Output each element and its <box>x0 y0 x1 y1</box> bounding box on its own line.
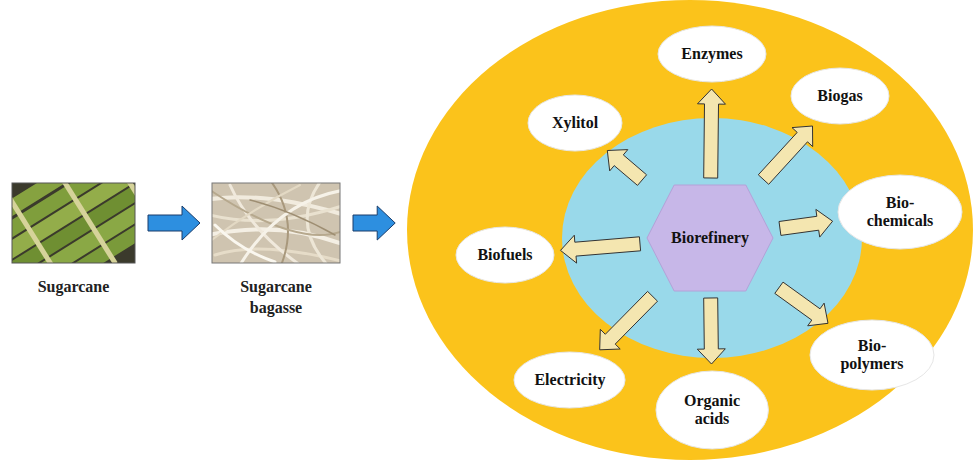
block-arrow <box>758 126 812 184</box>
ellipse-fill <box>810 320 934 390</box>
block-arrow <box>561 235 641 263</box>
product-label: Enzymes <box>681 45 742 63</box>
bagasse-photo <box>212 183 340 263</box>
product-ellipse: Bio- chemicals <box>837 174 963 250</box>
photo-area <box>12 183 135 263</box>
block-arrow <box>600 291 658 349</box>
block-arrow <box>779 209 833 237</box>
product-label: Electricity <box>534 371 605 389</box>
product-label: Bio- chemicals <box>860 194 940 229</box>
ellipse-fill <box>838 175 962 249</box>
ellipse-fill <box>658 26 766 82</box>
block-arrow <box>697 298 725 364</box>
product-ellipse: Xylitol <box>527 94 623 152</box>
hexagon-fill <box>647 185 773 291</box>
photo-label: Sugarcane bagasse <box>226 277 326 319</box>
product-ellipse: Biofuels <box>455 226 555 284</box>
ellipse-fill <box>456 227 554 283</box>
product-label: Xylitol <box>552 114 598 132</box>
product-ellipse: Biogas <box>790 67 890 125</box>
photo-frame <box>212 183 340 263</box>
photo-frame <box>12 183 135 263</box>
product-ellipse: Organic acids <box>655 370 769 450</box>
product-ellipse: Bio- polymers <box>809 319 935 391</box>
block-arrow <box>607 150 646 186</box>
product-label: Biogas <box>817 87 862 105</box>
photo-area <box>212 183 340 263</box>
block-arrow <box>775 282 828 326</box>
product-label: Bio- polymers <box>832 337 912 372</box>
product-ellipse: Electricity <box>513 351 626 409</box>
block-arrow <box>353 206 395 240</box>
photo-node: Sugarcane <box>12 183 135 298</box>
ellipse-fill <box>791 68 889 124</box>
ellipse-fill <box>656 371 768 449</box>
product-label: Organic acids <box>676 392 748 427</box>
photo-label: Sugarcane <box>12 277 135 298</box>
hub-hexagon: Biorefinery <box>646 184 774 292</box>
photo-node: Sugarcane bagasse <box>212 183 340 319</box>
product-label: Biofuels <box>477 246 532 264</box>
ellipse-fill <box>514 352 625 408</box>
block-arrow <box>148 206 200 240</box>
ellipse-fill <box>528 95 622 151</box>
block-arrow <box>698 89 726 178</box>
outer-ring <box>407 0 973 460</box>
product-ellipse: Enzymes <box>657 25 767 83</box>
hub-label: Biorefinery <box>671 229 749 247</box>
sugarcane-photo <box>12 183 135 263</box>
